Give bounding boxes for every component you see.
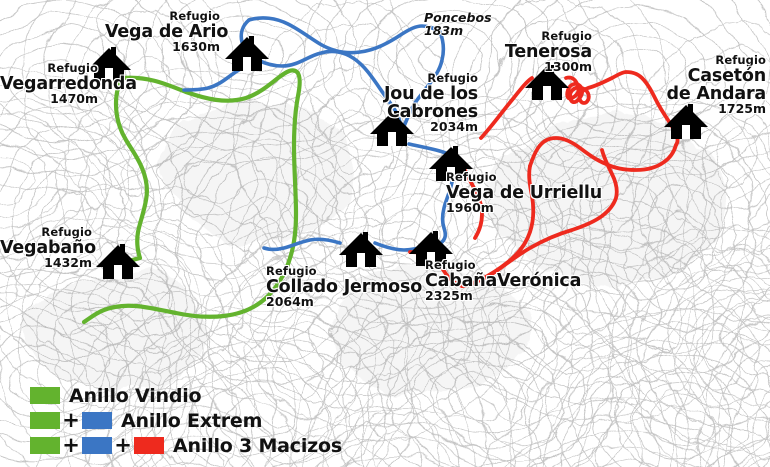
label-altitude: 1300m (544, 58, 592, 74)
label-poncebos: Poncebos 183m (424, 11, 492, 37)
route-anillo-vindio (81, 68, 302, 325)
label-name-line2: Cabrones (387, 101, 478, 122)
legend-label-anillo-3-macizos: Anillo 3 Macizos (173, 434, 342, 457)
hut-marker-vega-de-urriellu[interactable] (428, 143, 474, 183)
legend-row-anillo-vindio[interactable]: Anillo Vindio (30, 384, 342, 407)
route-anillo-extrem-north (247, 16, 442, 55)
label-altitude: 2064m (266, 293, 314, 309)
route-anillo-3-macizos-north (479, 76, 534, 140)
label-tenerosa: Refugio Tenerosa 1300m (500, 29, 592, 74)
route-anillo-3-macizos-urriellu-link (462, 166, 484, 240)
hut-marker-jou-de-los-cabrones[interactable] (369, 108, 415, 148)
label-cabana-veronica: Refugio CabañaVerónica 2325m (425, 258, 595, 303)
label-altitude: 1960m (446, 199, 494, 215)
label-vegabano: Refugio Vegabaño 1432m (0, 225, 97, 270)
label-jou-de-los-cabrones: Refugio Jou de los Cabrones 2034m (360, 71, 478, 134)
hut-marker-vega-de-ario[interactable] (224, 33, 270, 73)
legend-label-anillo-extrem: Anillo Extrem (121, 409, 263, 432)
label-altitude: 2325m (425, 287, 473, 303)
route-anillo-3-macizos-veronica-east (460, 148, 619, 288)
label-altitude: 1725m (718, 100, 766, 116)
hut-marker-vegabano[interactable] (95, 241, 141, 281)
label-prefix: Refugio (169, 9, 220, 23)
label-name: Collado Jermoso (266, 276, 423, 297)
legend-swatch-green (30, 412, 60, 429)
label-vega-de-urriellu: Refugio Vega de Urriellu 1960m (446, 170, 616, 215)
hut-marker-tenerosa[interactable] (524, 62, 570, 102)
label-prefix: Refugio (266, 264, 317, 278)
label-caseton-de-andara: Refugio Casetón de Andara 1725m (642, 53, 767, 116)
route-anillo-extrem-jermoso-west (262, 237, 342, 252)
label-altitude: 1630m (172, 38, 220, 54)
label-prefix: Refugio (425, 258, 476, 272)
route-anillo-extrem-poncebos (402, 30, 446, 128)
label-name-line1: Jou de los (383, 83, 478, 104)
hut-marker-caseton-de-andara[interactable] (663, 101, 709, 141)
label-prefix: Refugio (427, 71, 478, 85)
legend-swatch-blue (82, 437, 112, 454)
label-collado-jermoso: Refugio Collado Jermoso 2064m (266, 264, 426, 309)
hut-marker-collado-jermoso[interactable] (338, 229, 384, 269)
legend-swatch-blue (82, 412, 112, 429)
legend-plus-icon: + (62, 433, 80, 457)
route-anillo-vindio-west (113, 75, 150, 265)
poi-name: Poncebos (424, 10, 492, 25)
legend-row-anillo-3-macizos[interactable]: + + Anillo 3 Macizos (30, 433, 342, 457)
label-altitude: 1470m (50, 90, 98, 106)
label-name: CabañaVerónica (425, 270, 582, 291)
poi-altitude: 183m (424, 23, 464, 39)
label-name: Vegabaño (0, 237, 97, 258)
label-altitude: 1432m (44, 254, 92, 270)
label-altitude: 2034m (430, 118, 478, 134)
legend-plus-icon: + (62, 408, 80, 432)
hut-marker-cabana-veronica[interactable] (408, 228, 454, 268)
route-anillo-3-macizos-tenerosa-east (564, 70, 678, 136)
legend-swatch-green (30, 387, 60, 404)
legend-swatch-red (134, 437, 164, 454)
label-prefix: Refugio (47, 61, 98, 75)
label-name: Vega de Ario (105, 21, 229, 42)
label-prefix: Refugio (446, 170, 497, 184)
legend-row-anillo-extrem[interactable]: + Anillo Extrem (30, 408, 342, 432)
legend-swatch-green (30, 437, 60, 454)
label-name: Vega de Urriellu (446, 182, 602, 203)
label-name-line1: Casetón (687, 65, 767, 86)
hut-marker-vegarredonda[interactable] (86, 44, 132, 84)
route-anillo-3-macizos-caseton-south (528, 136, 678, 172)
legend-label-anillo-vindio: Anillo Vindio (69, 384, 202, 407)
label-name: Tenerosa (504, 41, 592, 62)
label-vega-de-ario: Refugio Vega de Ario 1630m (105, 9, 229, 54)
label-name-line2: de Andara (666, 83, 767, 104)
label-prefix: Refugio (715, 53, 766, 67)
legend-plus-icon: + (114, 433, 132, 457)
label-prefix: Refugio (541, 29, 592, 43)
legend: Anillo Vindio + Anillo Extrem + + Anillo… (30, 385, 342, 460)
route-anillo-extrem-urriellu-down (440, 180, 454, 244)
label-prefix: Refugio (41, 225, 92, 239)
